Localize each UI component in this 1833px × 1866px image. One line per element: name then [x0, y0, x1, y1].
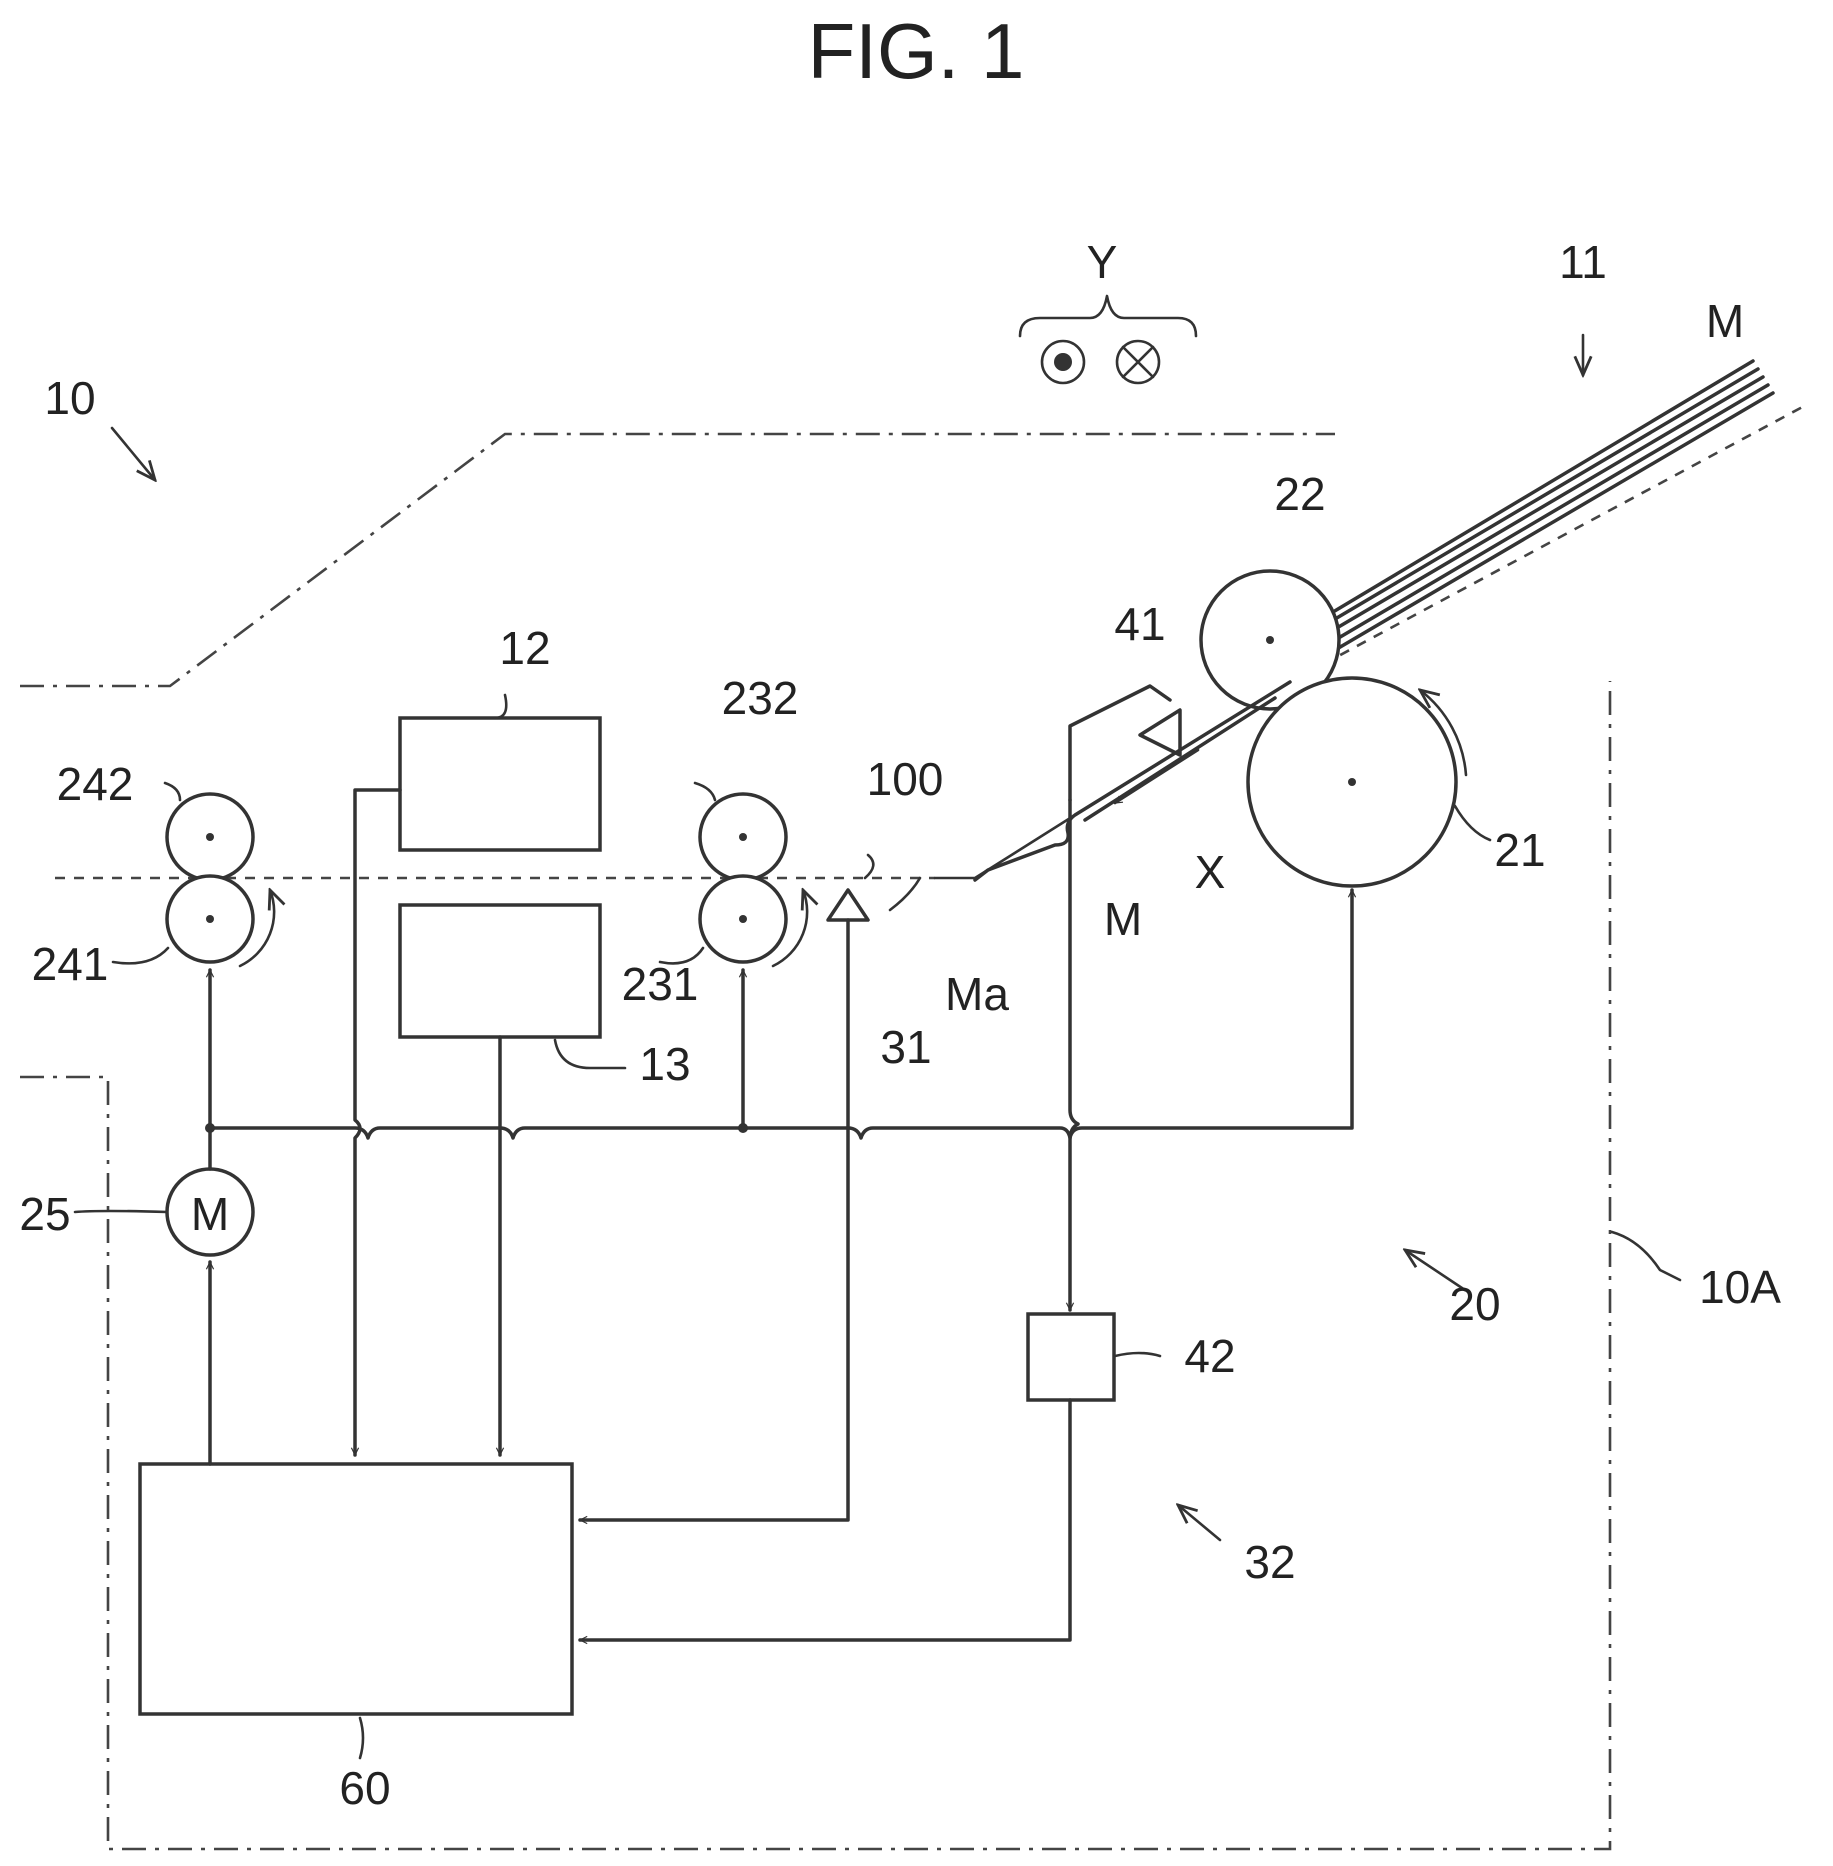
label-light-emitter-41: 41 — [1114, 598, 1165, 650]
light-emitter-41 — [1140, 710, 1180, 755]
y-direction-indicator — [1020, 296, 1196, 383]
label-medium-supply-11: 11 — [1559, 236, 1607, 288]
label-medium-leading-edge: Ma — [945, 968, 1009, 1020]
reader-12-signal-line — [355, 790, 400, 1455]
label-direction-x: X — [1195, 846, 1226, 898]
emitter-to-receiver-line — [1070, 800, 1078, 1310]
label-transport-path-100: 100 — [867, 753, 944, 805]
light-receiver-42 — [1028, 1314, 1114, 1400]
reader-13 — [400, 905, 600, 1037]
medium-sensor-31 — [828, 890, 868, 920]
figure-title: FIG. 1 — [808, 7, 1025, 95]
medium-path — [975, 682, 1290, 880]
reader-12 — [400, 718, 600, 850]
label-roller-231: 231 — [622, 958, 699, 1010]
label-reader-13: 13 — [639, 1038, 690, 1090]
label-direction-y: Y — [1087, 236, 1118, 288]
label-controller-60: 60 — [339, 1762, 390, 1814]
label-feed-roller-21: 21 — [1494, 824, 1545, 876]
sensor-31-signal-line — [580, 920, 848, 1520]
label-separation-roller-22: 22 — [1274, 468, 1325, 520]
label-medium-middle: M — [1104, 893, 1142, 945]
out-of-page-dot-icon — [1054, 353, 1072, 371]
medium-stack — [1290, 361, 1808, 682]
controller-60 — [140, 1464, 572, 1714]
label-detection-unit-32: 32 — [1244, 1536, 1295, 1588]
label-motor-25: 25 — [19, 1188, 70, 1240]
label-medium-top: M — [1706, 295, 1744, 347]
label-medium-sensor-31: 31 — [880, 1021, 931, 1073]
label-device-10: 10 — [44, 372, 95, 424]
label-roller-242: 242 — [57, 758, 134, 810]
label-light-receiver-42: 42 — [1184, 1330, 1235, 1382]
label-reader-12: 12 — [499, 622, 550, 674]
label-roller-232: 232 — [722, 672, 799, 724]
label-transport-unit-20: 20 — [1449, 1278, 1500, 1330]
label-housing-10a: 10A — [1699, 1261, 1781, 1313]
label-roller-241: 241 — [32, 938, 109, 990]
motor-symbol-label: M — [191, 1188, 229, 1240]
